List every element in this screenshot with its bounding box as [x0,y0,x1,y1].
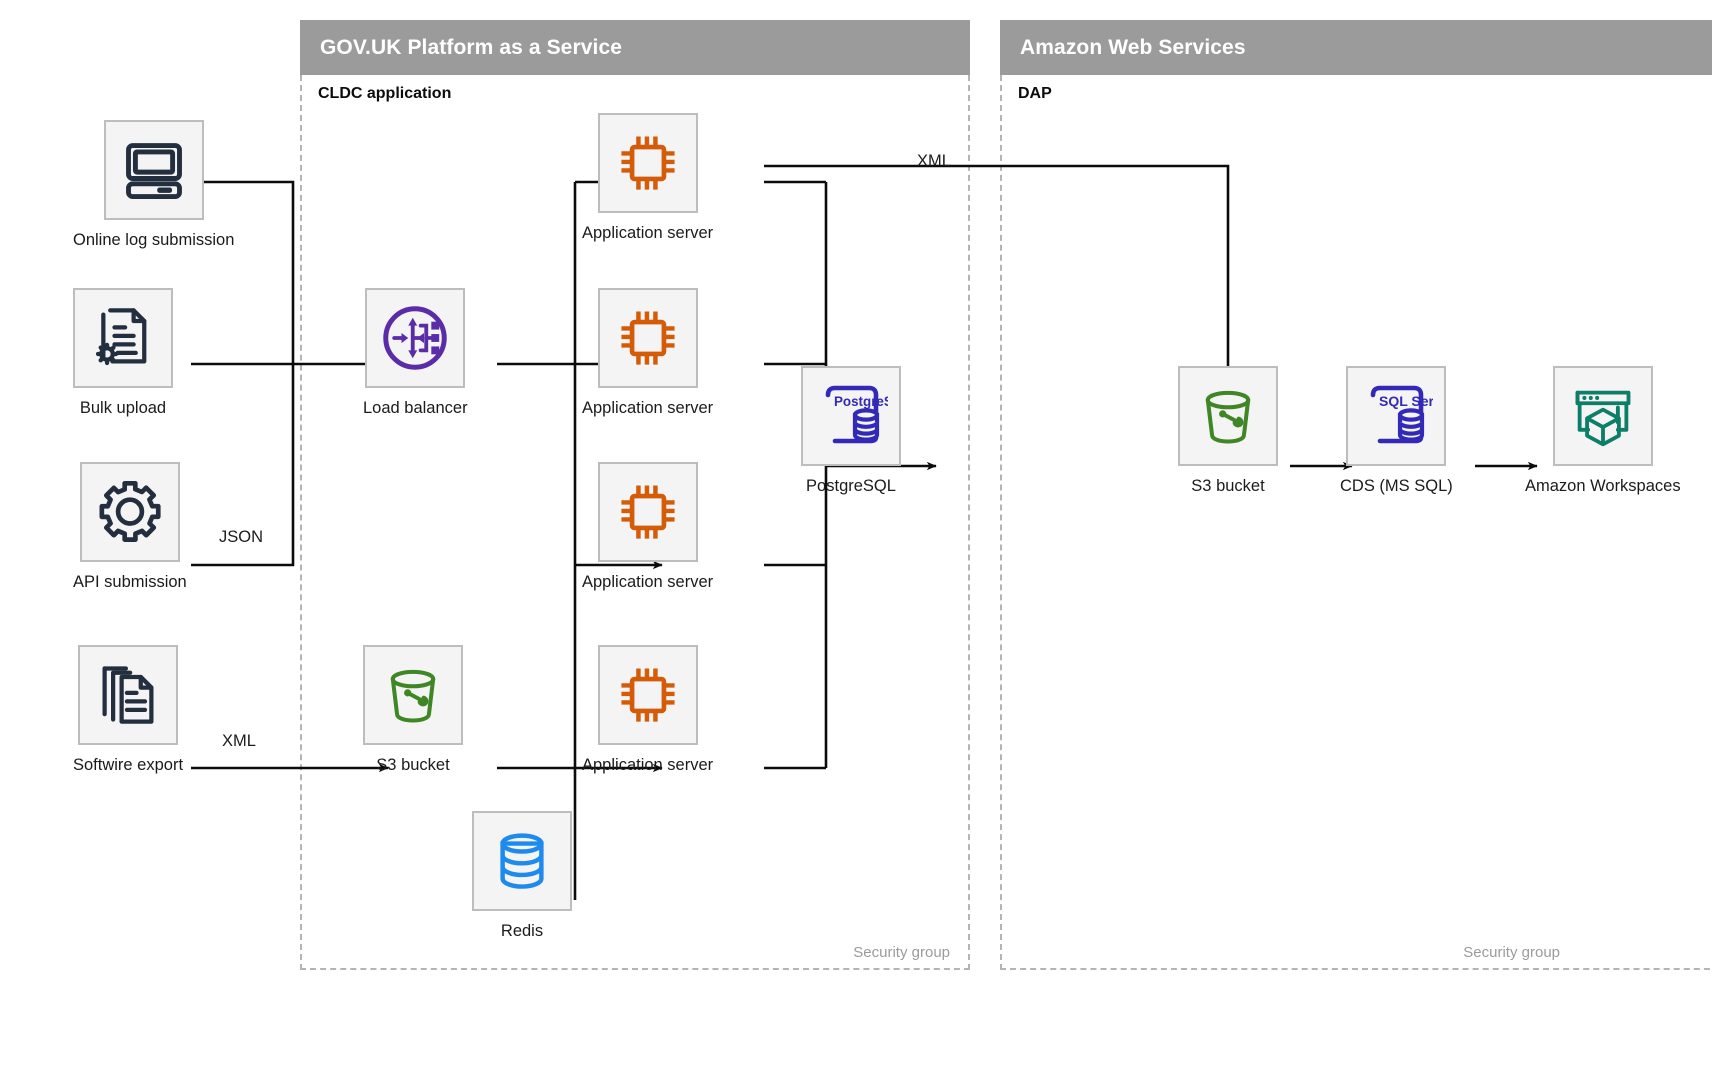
node-label: Application server [582,399,714,417]
node-cds-ms-sql[interactable]: SQL Server CDS (MS SQL) [1340,366,1453,496]
icon-box [73,288,173,388]
load-balancer-icon [383,306,448,370]
node-softwire-export[interactable]: Softwire export [73,645,183,775]
group-header-aws: Amazon Web Services [1000,20,1712,75]
icon-box [79,462,180,562]
node-redis[interactable]: Redis [472,811,572,941]
node-label: Amazon Workspaces [1525,477,1681,495]
cpu-chip-icon [621,485,675,539]
node-label: API submission [73,573,187,591]
group-body-aws [1000,75,1712,970]
node-postgresql[interactable]: PostgreSQL PostgreSQL [801,366,901,496]
group-footer-paas: Security group [853,944,950,961]
icon-box [363,645,463,745]
node-label: Application server [582,224,714,242]
node-label: Application server [582,573,714,591]
icon-box [597,288,698,388]
icon-box: SQL Server [1346,366,1447,466]
icon-box [597,462,698,562]
desktop-computer-icon [125,143,182,200]
s3-bucket-icon [1205,390,1251,444]
group-title-paas: GOV.UK Platform as a Service [320,35,622,59]
group-header-paas: GOV.UK Platform as a Service [300,20,970,75]
node-bulk-upload[interactable]: Bulk upload [73,288,173,418]
icon-box: PostgreSQL [801,366,901,466]
icon-box [1552,366,1653,466]
group-footer-aws: Security group [1463,944,1560,961]
node-api-submission[interactable]: API submission [73,462,187,592]
node-label: Online log submission [73,231,235,249]
icon-box [78,645,179,745]
node-label: Redis [500,922,544,940]
group-title-aws: Amazon Web Services [1020,35,1246,59]
sql-server-database-icon: SQL Server [1371,385,1433,444]
s3-bucket-icon [390,669,436,723]
redis-database-icon [500,833,544,889]
node-label: Softwire export [73,756,184,774]
postgresql-database-icon: PostgreSQL [825,385,888,444]
gear-icon [99,480,161,542]
cpu-chip-icon [621,668,675,722]
node-amazon-workspaces[interactable]: Amazon Workspaces [1525,366,1681,496]
node-application-server-3[interactable]: Application server [582,462,713,592]
documents-stack-icon [102,666,154,724]
amazon-workspaces-icon [1575,390,1631,447]
postgresql-badge-text: PostgreSQL [834,394,888,409]
document-gear-icon [95,308,147,366]
node-application-server-4[interactable]: Application server [582,645,713,775]
node-label: S3 bucket [376,756,450,774]
node-label: S3 bucket [1191,477,1265,495]
node-s3-bucket-aws[interactable]: S3 bucket [1178,366,1278,496]
node-label: Load balancer [363,399,468,417]
icon-box [103,120,204,220]
group-body-paas [300,75,970,970]
group-subtitle-cldc: CLDC application [318,85,452,102]
node-application-server-1[interactable]: Application server [582,113,713,243]
icon-box [597,645,698,745]
node-online-log-submission[interactable]: Online log submission [73,120,234,250]
node-application-server-2[interactable]: Application server [582,288,713,418]
icon-box [472,811,572,911]
cpu-chip-icon [621,136,675,190]
node-load-balancer[interactable]: Load balancer [363,288,468,418]
node-label: Application server [582,756,714,774]
node-s3-bucket-paas[interactable]: S3 bucket [363,645,463,775]
sql-server-badge-text: SQL Server [1379,393,1433,409]
node-label: PostgreSQL [806,477,896,495]
icon-box [365,288,466,388]
edge-label-json: JSON [219,528,264,546]
group-subtitle-dap: DAP [1018,85,1052,102]
icon-box [597,113,698,213]
cpu-chip-icon [621,311,675,365]
icon-box [1178,366,1278,466]
node-label: CDS (MS SQL) [1340,477,1453,495]
edge-label-app-xml: XML [917,152,951,170]
edge-label-softwire-xml: XML [222,732,256,750]
node-label: Bulk upload [79,399,167,417]
